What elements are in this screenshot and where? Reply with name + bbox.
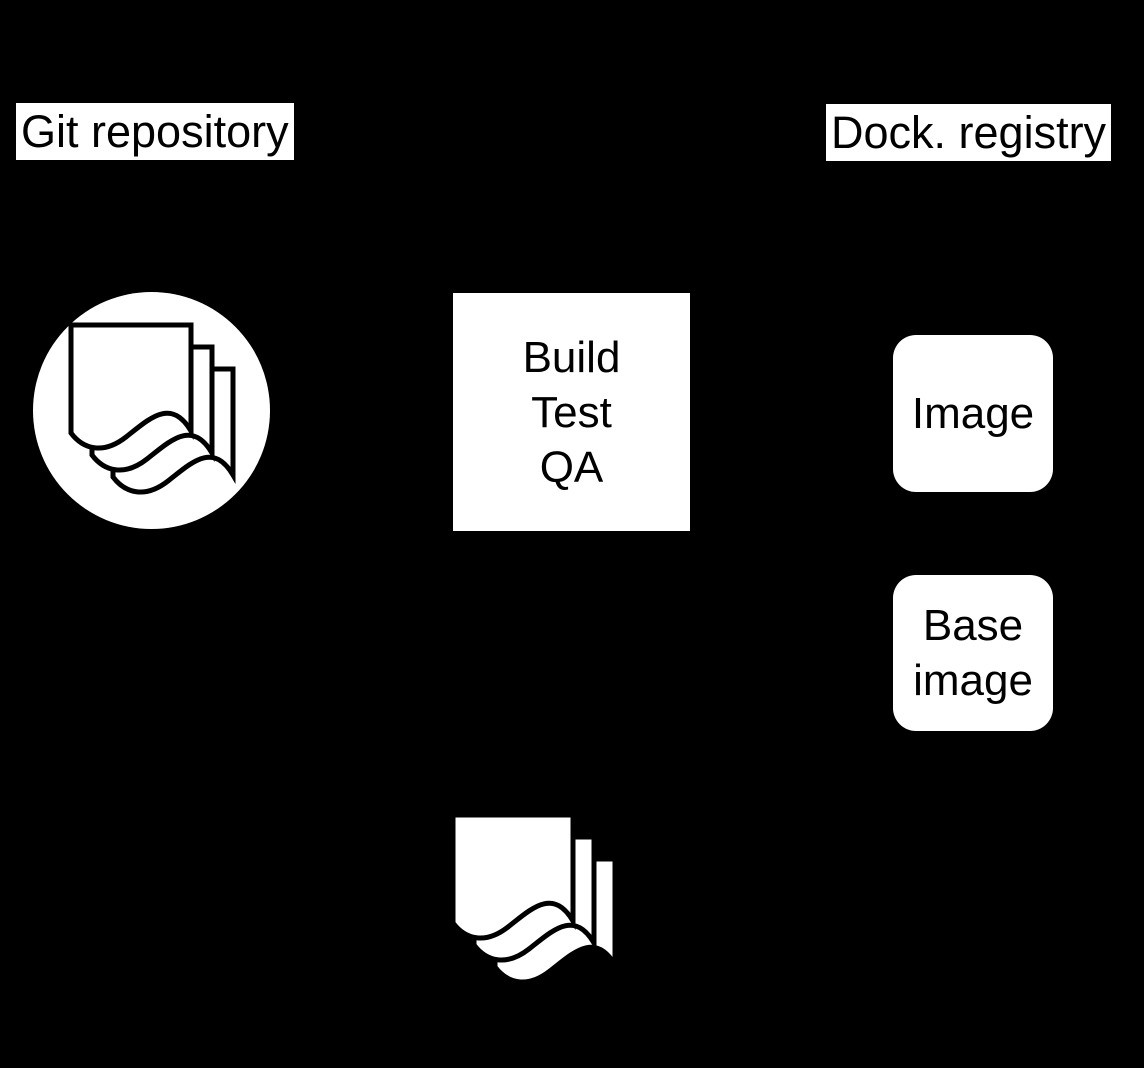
build-artifacts-documents-stack-icon — [450, 812, 618, 994]
image-node-label: Image — [911, 388, 1035, 438]
build-test-qa-node: Build Test QA — [453, 293, 690, 531]
git-repository-circle — [33, 292, 270, 529]
image-node: Image — [893, 335, 1053, 492]
test-line: Test — [531, 387, 612, 437]
qa-line: QA — [539, 442, 604, 492]
documents-stack-icon — [68, 322, 236, 504]
docker-registry-label: Dock. registry — [826, 104, 1112, 161]
git-repository-label: Git repository — [16, 103, 294, 160]
base-image-label-line1: Base — [922, 601, 1024, 650]
base-image-node: Base image — [893, 575, 1053, 731]
build-line: Build — [522, 332, 621, 382]
base-image-label-line2: image — [913, 656, 1033, 705]
